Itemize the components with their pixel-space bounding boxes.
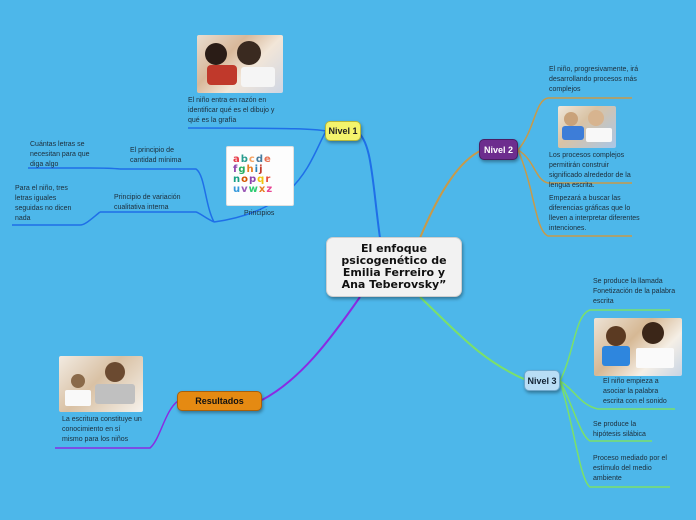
node-nivel-1[interactable]: Nivel 1 xyxy=(325,121,361,141)
principle-variacion-cualitativa-detail: Para el niño, tres letras iguales seguid… xyxy=(15,185,72,222)
principle-cantidad-minima-detail: Cuántas letras se necesitan para que dig… xyxy=(30,141,90,168)
nivel-3-item-4: Proceso mediado por el estímulo del medi… xyxy=(593,455,667,482)
node-nivel-2[interactable]: Nivel 2 xyxy=(479,139,518,160)
mother-child-writing-image xyxy=(594,318,682,376)
child-writing-image xyxy=(59,356,143,412)
nivel-2-item-1: El niño, progresivamente, irá desarrolla… xyxy=(549,66,639,93)
principle-variacion-cualitativa: Principio de variación cualitativa inter… xyxy=(114,194,181,211)
children-drawing-image xyxy=(197,35,283,93)
principle-cantidad-minima: El principio de cantidad mínima xyxy=(130,147,182,164)
central-topic[interactable]: El enfoque psicogenético de Emilia Ferre… xyxy=(326,237,462,297)
nivel-1-topic: El niño entra en razón en identificar qu… xyxy=(188,97,275,124)
nivel-3-item-1: Se produce la llamada Fonetización de la… xyxy=(593,278,676,305)
resultados-item: La escritura constituye un conocimiento … xyxy=(62,416,142,443)
children-writing-image xyxy=(558,106,616,148)
node-resultados[interactable]: Resultados xyxy=(177,391,262,411)
node-nivel-3[interactable]: Nivel 3 xyxy=(524,370,560,391)
nivel-3-item-2: El niño empieza a asociar la palabra esc… xyxy=(603,378,667,405)
nivel-3-item-3: Se produce la hipótesis silábica xyxy=(593,421,646,438)
colored-letters-image: abcde fghij nopqr uvwxz xyxy=(226,146,294,206)
principios-label[interactable]: Principios xyxy=(244,210,275,217)
nivel-2-item-2: Los procesos complejos permitirán constr… xyxy=(549,152,631,189)
nivel-2-item-3: Empezará a buscar las diferencias gráfic… xyxy=(549,195,640,232)
